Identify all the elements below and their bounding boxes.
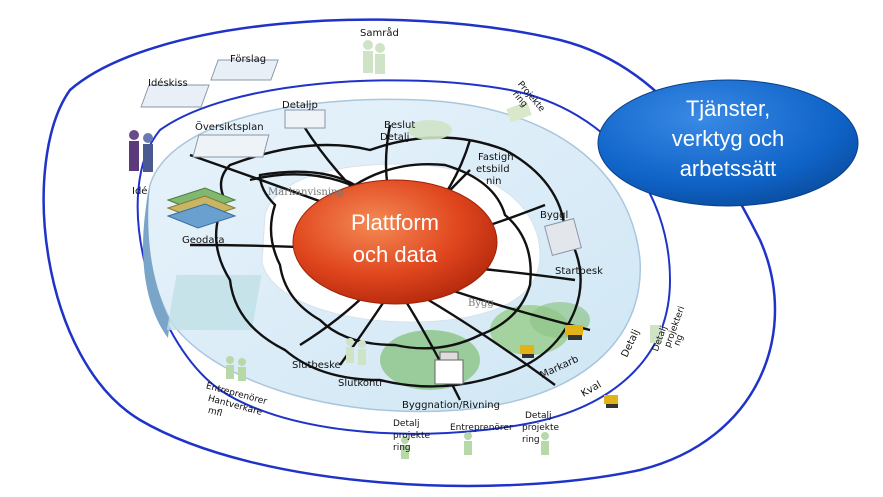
- services-line3: arbetssätt: [680, 156, 777, 181]
- excavator-icon: [520, 325, 618, 408]
- slutbesked-label: Slutbeske: [292, 360, 341, 371]
- beslut-line1: Beslut: [384, 120, 415, 131]
- geodata-label: Geodata: [182, 235, 225, 246]
- beslut-line2: Detalj: [380, 132, 409, 143]
- startbesked-label: Startbesk: [555, 266, 603, 277]
- services-line1: Tjänster,: [686, 96, 770, 121]
- markanvisning-label: Markanvisning: [268, 187, 345, 198]
- byggnation-label: Byggnation/Rivning: [402, 400, 500, 411]
- beslut-meeting-icon: Beslut Detalj: [380, 120, 452, 143]
- fastighetsbildning-line2: etsbild: [476, 164, 510, 175]
- detaljprojektering-bottom-right-group: Detalj projekte ring: [522, 411, 560, 455]
- projektering-top-icon: Projekte ring: [506, 80, 547, 123]
- services-line2: verktyg och: [672, 126, 785, 151]
- entreprenorer-left-line3: mfl: [207, 406, 224, 419]
- bygg-inner-label: Bygg: [468, 298, 494, 309]
- entreprenorer-bottom-label: Entreprenörer: [450, 423, 513, 433]
- detaljprojektering-br-line2: projekte: [522, 423, 560, 433]
- bygglov-label: Byggl: [540, 210, 568, 221]
- kvalitet-label: Kval: [579, 379, 603, 399]
- fastighetsbildning-line3: nin: [486, 176, 501, 187]
- detaljprojektering-bottom-group: Detalj projekte ring: [393, 419, 431, 459]
- forslag-card: Förslag: [210, 54, 279, 81]
- forslag-label: Förslag: [230, 54, 266, 65]
- detaljplan-card: Detaljp: [282, 100, 326, 129]
- bygglov-card: Byggl: [540, 210, 582, 256]
- slutkontroll-people-icon: [346, 338, 366, 365]
- detaljplan-label: Detaljp: [282, 100, 318, 111]
- center-line2: och data: [353, 242, 438, 267]
- oversiktsplan-label: Översiktsplan: [195, 120, 264, 133]
- detaljprojektering-right-line3: ng: [673, 333, 686, 347]
- outer-boundary: [42, 18, 777, 488]
- detalj-right-label: Detalj: [620, 328, 642, 359]
- ideskiss-card: Idéskiss: [140, 77, 210, 108]
- ide-label: Idé: [132, 185, 147, 197]
- fastighetsbildning-line1: Fastigh: [478, 152, 514, 163]
- services-oval: Tjänster, verktyg och arbetssätt: [597, 79, 859, 207]
- detaljprojektering-bottom-line1: Detalj: [393, 419, 420, 429]
- slutkontroll-label: Slutkontr: [338, 378, 384, 389]
- entreprenorer-bottom-group: Entreprenörer: [450, 423, 513, 455]
- detaljprojektering-br-line1: Detalj: [525, 411, 552, 421]
- inner-boundary: [136, 79, 672, 435]
- ide-person-icon: Idé: [129, 130, 153, 197]
- detaljprojektering-bottom-line3: ring: [393, 443, 411, 453]
- center-line1: Plattform: [351, 210, 439, 235]
- detaljprojektering-right-group: Detalj projekteri ng: [650, 305, 687, 353]
- ideskiss-label: Idéskiss: [148, 77, 188, 89]
- building-icon: [434, 351, 464, 385]
- samrad-label: Samråd: [360, 26, 399, 39]
- geodata-stack: Geodata: [166, 187, 237, 246]
- detaljprojektering-bottom-line2: projekte: [393, 431, 431, 441]
- samrad-people-icon: Samråd: [360, 26, 399, 74]
- platform-center: Plattform och data: [292, 179, 498, 305]
- detaljprojektering-br-line3: ring: [522, 435, 540, 445]
- oversiktsplan-card: Översiktsplan: [192, 120, 270, 158]
